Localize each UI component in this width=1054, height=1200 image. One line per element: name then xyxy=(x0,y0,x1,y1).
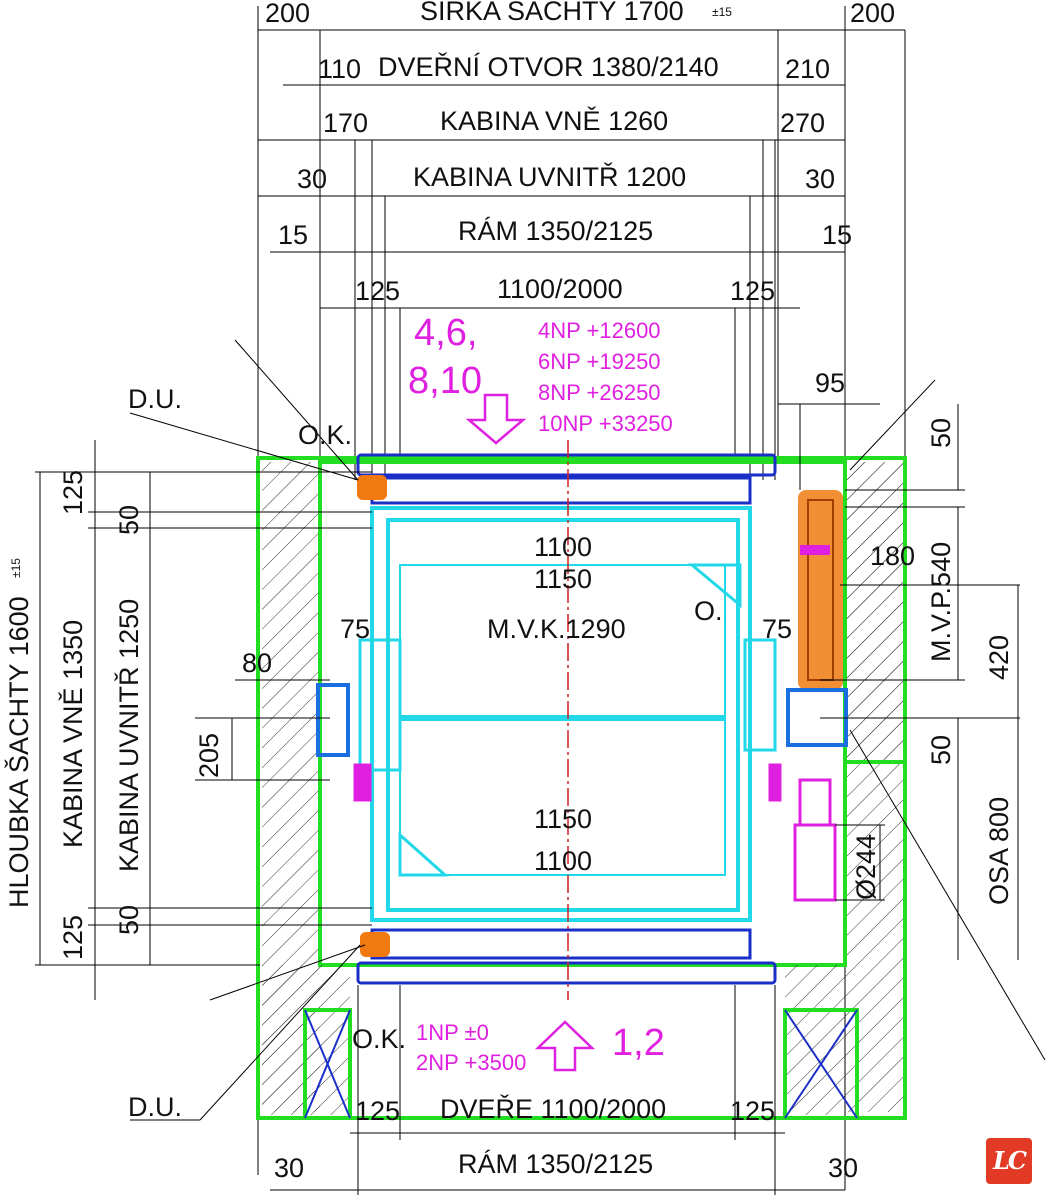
du-label-top: D.U. xyxy=(128,384,182,414)
dim-50-bottom-left: 50 xyxy=(114,905,144,935)
dim-50-bottom-right: 50 xyxy=(926,735,956,765)
door-opening-label: DVEŘNÍ OTVOR 1380/2140 xyxy=(378,51,719,82)
top-level-2: 6NP +19250 xyxy=(538,349,661,374)
cabin-width-1150-bottom: 1150 xyxy=(534,804,592,834)
ok-label-bottom: O.K. xyxy=(352,1024,406,1054)
bottom-stops: 1,2 xyxy=(612,1022,665,1064)
dim-right-75: 75 xyxy=(762,614,792,644)
dim-clear-left: 125 xyxy=(355,276,400,306)
cabin-inside-depth-label: KABINA UVNITŘ 1250 xyxy=(113,599,144,872)
lc-logo: LC xyxy=(986,1138,1032,1184)
cabin-width-1100-top: 1100 xyxy=(534,532,592,562)
dim-clear-right: 125 xyxy=(730,276,775,306)
left-dimension-lines xyxy=(35,339,372,1121)
frame-bottom-label: RÁM 1350/2125 xyxy=(458,1149,653,1179)
top-level-1: 4NP +12600 xyxy=(538,318,661,343)
diameter-244: Ø244 xyxy=(851,834,881,900)
bottom-level-1: 1NP ±0 xyxy=(416,1020,489,1045)
clear-opening-label: 1100/2000 xyxy=(497,274,623,304)
dim-door-right-125: 125 xyxy=(730,1096,775,1126)
top-dimension-lines xyxy=(257,6,906,1190)
dim-left-205: 205 xyxy=(194,733,224,778)
frame-label: RÁM 1350/2125 xyxy=(458,216,653,246)
dim-cabin-out-left: 170 xyxy=(323,108,368,138)
dim-cabin-in-left: 30 xyxy=(297,164,327,194)
dim-cabin-out-right: 270 xyxy=(780,108,825,138)
top-level-4: 10NP +33250 xyxy=(538,411,673,436)
dim-door-left-125: 125 xyxy=(355,1096,400,1126)
bottom-entry-arrow xyxy=(534,1020,596,1072)
bottom-dimension-lines xyxy=(270,985,845,1195)
shaft-depth-label: HLOUBKA ŠACHTY 1600 xyxy=(3,596,34,908)
bottom-level-2: 2NP +3500 xyxy=(416,1050,526,1075)
counterweight xyxy=(316,475,848,957)
dim-95: 95 xyxy=(815,368,845,398)
cabin xyxy=(358,506,777,922)
dim-door-left: 110 xyxy=(318,54,361,84)
shaft-width-tolerance: ±15 xyxy=(712,5,732,19)
mvp-label: M.V.P.540 xyxy=(926,542,956,662)
dim-cabin-in-right: 30 xyxy=(805,164,835,194)
cabin-width-1150-top: 1150 xyxy=(534,564,592,594)
dim-left-75: 75 xyxy=(340,614,370,644)
buffers xyxy=(353,763,837,902)
top-entry-arrow xyxy=(465,393,527,445)
right-dimension-lines xyxy=(778,379,1046,1061)
dim-frame-left: 15 xyxy=(278,220,308,250)
dim-frame-right: 15 xyxy=(822,220,852,250)
cabin-width-1100-bottom: 1100 xyxy=(534,846,592,876)
top-stops-line1: 4,6, xyxy=(414,312,477,354)
du-label-bottom: D.U. xyxy=(128,1092,182,1122)
door-frame-bottom xyxy=(356,928,777,985)
mvk-label: M.V.K.1290 xyxy=(487,614,626,644)
top-stops-line2: 8,10 xyxy=(408,360,482,402)
ok-label-top: O.K. xyxy=(298,420,352,450)
shaft-depth-tolerance: ±15 xyxy=(9,558,23,578)
dim-125-top-left: 125 xyxy=(58,470,88,515)
shaft-width-label: ŠÍŘKA ŠACHTY 1700 xyxy=(420,0,684,26)
dim-left-offset: 200 xyxy=(265,0,310,28)
dim-right-offset: 200 xyxy=(850,0,895,28)
shaft-walls xyxy=(256,456,907,1120)
dim-180: 180 xyxy=(870,541,915,571)
dim-frame-bottom-left: 30 xyxy=(274,1153,304,1183)
cabin-outside-label: KABINA VNĚ 1260 xyxy=(440,105,668,136)
door-label: DVEŘE 1100/2000 xyxy=(440,1093,666,1124)
o-label-mid: O. xyxy=(694,596,723,626)
dim-left-80: 80 xyxy=(242,648,272,678)
cabin-inside-label: KABINA UVNITŘ 1200 xyxy=(413,161,686,192)
cabin-outside-depth-label: KABINA VNĚ 1350 xyxy=(57,620,88,848)
axis-800-label: OSA 800 xyxy=(984,797,1014,905)
dim-50-top-left: 50 xyxy=(114,505,144,535)
dim-50-top-right: 50 xyxy=(926,418,956,448)
top-level-3: 8NP +26250 xyxy=(538,380,661,405)
dim-door-right: 210 xyxy=(785,54,830,84)
dim-420: 420 xyxy=(984,635,1014,680)
dim-frame-bottom-right: 30 xyxy=(828,1153,858,1183)
dim-125-bottom-left: 125 xyxy=(58,915,88,960)
